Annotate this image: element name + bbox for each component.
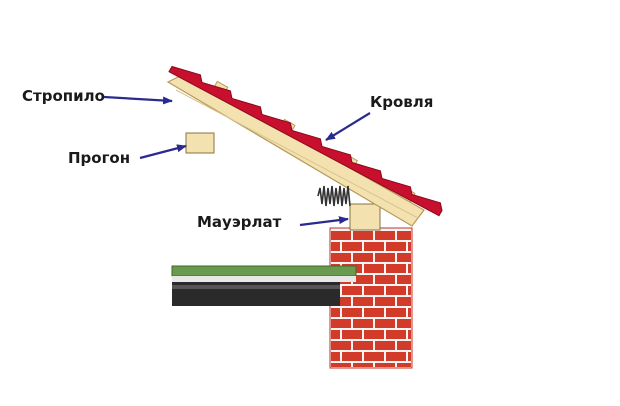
- brick: [386, 286, 406, 295]
- rafter-support-spring: [317, 185, 351, 207]
- brick: [331, 242, 340, 251]
- brick: [331, 330, 340, 339]
- brick: [331, 363, 351, 367]
- brick: [364, 286, 384, 295]
- brick-pattern: [331, 231, 411, 367]
- brick: [364, 264, 384, 273]
- brick: [397, 275, 411, 284]
- floor-slab: [171, 265, 357, 306]
- rafter-grain: [175, 89, 419, 219]
- brick: [375, 363, 395, 367]
- roofing-arrow: [325, 112, 371, 141]
- brick: [408, 242, 411, 251]
- brick: [397, 253, 411, 262]
- brick: [375, 253, 395, 262]
- brick: [342, 352, 362, 361]
- brick: [353, 231, 373, 240]
- brick: [342, 308, 362, 317]
- brick: [386, 308, 406, 317]
- brick: [342, 330, 362, 339]
- brick: [408, 352, 411, 361]
- brick: [353, 341, 373, 350]
- brick: [408, 330, 411, 339]
- rafter-label: Стропило: [22, 87, 105, 105]
- roofing-label: Кровля: [370, 93, 434, 111]
- brick: [364, 330, 384, 339]
- brick: [375, 341, 395, 350]
- purlin-label: Прогон: [68, 149, 131, 167]
- brick: [364, 352, 384, 361]
- rafter-arrow: [103, 95, 173, 105]
- brick: [375, 319, 395, 328]
- brick: [375, 231, 395, 240]
- brick: [331, 231, 351, 240]
- brick: [353, 297, 373, 306]
- purlin-arrow: [139, 144, 187, 160]
- brick: [386, 330, 406, 339]
- slab-top-layer: [171, 265, 357, 277]
- wall-plate-arrow: [299, 216, 349, 227]
- brick: [331, 352, 340, 361]
- slab-gap: [172, 276, 356, 282]
- brick: [364, 308, 384, 317]
- brick: [353, 363, 373, 367]
- brick: [397, 319, 411, 328]
- brick: [342, 286, 362, 295]
- brick: [353, 319, 373, 328]
- brick: [353, 253, 373, 262]
- purlin-beam: [185, 132, 215, 154]
- brick: [364, 242, 384, 251]
- brick: [375, 275, 395, 284]
- brick: [331, 319, 351, 328]
- brick: [397, 231, 411, 240]
- brick: [375, 297, 395, 306]
- brick: [397, 341, 411, 350]
- brick: [342, 242, 362, 251]
- brick: [353, 275, 373, 284]
- brick: [331, 341, 351, 350]
- brick: [331, 253, 351, 262]
- tile-band: [168, 65, 443, 217]
- slab-highlight: [172, 285, 340, 289]
- brick: [408, 264, 411, 273]
- brick: [397, 363, 411, 367]
- brick: [386, 242, 406, 251]
- spring-coil: [317, 185, 351, 207]
- wall-plate-beam: [349, 203, 381, 231]
- brick: [386, 352, 406, 361]
- brick: [408, 286, 411, 295]
- brick: [408, 308, 411, 317]
- roofing-tiles: [168, 65, 443, 217]
- brick: [331, 297, 351, 306]
- brick: [397, 297, 411, 306]
- brick-wall: [329, 227, 413, 369]
- brick: [386, 264, 406, 273]
- brick: [331, 308, 340, 317]
- wall-plate-label: Мауэрлат: [197, 213, 282, 231]
